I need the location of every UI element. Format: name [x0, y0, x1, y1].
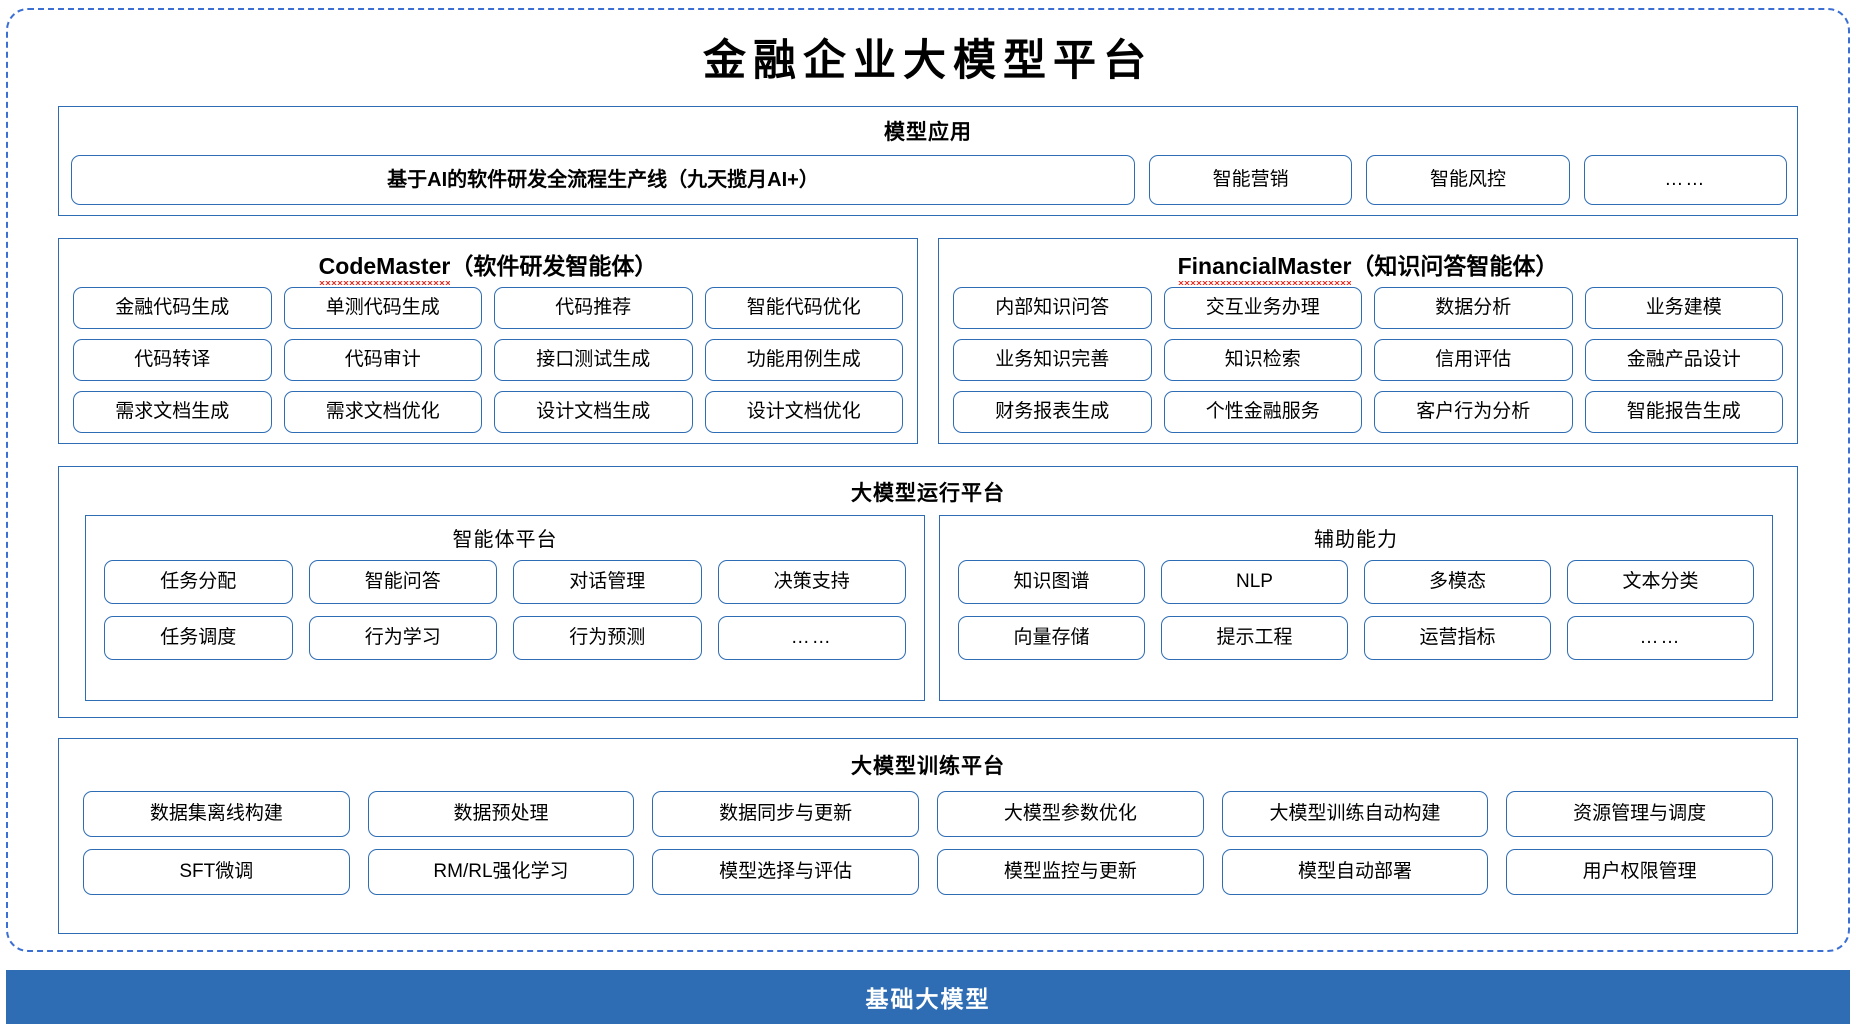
financialmaster-pill-1[interactable]: 内部知识问答 — [953, 287, 1152, 329]
codemaster-pill-9[interactable]: 需求文档生成 — [73, 391, 272, 433]
codemaster-items: 金融代码生成 单测代码生成 代码推荐 智能代码优化 代码转译 代码审计 接口测试… — [73, 287, 903, 433]
financialmaster-pill-9[interactable]: 财务报表生成 — [953, 391, 1152, 433]
aux-pill-3[interactable]: 多模态 — [1364, 560, 1551, 604]
agent-platform-pill-1[interactable]: 任务分配 — [104, 560, 293, 604]
financialmaster-pill-7[interactable]: 信用评估 — [1374, 339, 1573, 381]
training-pill-4[interactable]: 大模型参数优化 — [936, 791, 1204, 837]
codemaster-pill-10[interactable]: 需求文档优化 — [283, 391, 482, 433]
agent-platform-pill-6[interactable]: 行为学习 — [308, 616, 497, 660]
financialmaster-name-en: FinancialMaster — [1177, 253, 1352, 285]
financialmaster-pill-6[interactable]: 知识检索 — [1163, 339, 1362, 381]
training-pill-5[interactable]: 大模型训练自动构建 — [1221, 791, 1489, 837]
financialmaster-items: 内部知识问答 交互业务办理 数据分析 业务建模 业务知识完善 知识检索 信用评估… — [953, 287, 1783, 433]
financialmaster-panel: FinancialMaster（知识问答智能体） 内部知识问答 交互业务办理 数… — [938, 238, 1798, 444]
agent-platform-pill-more[interactable]: …… — [717, 616, 906, 660]
auxiliary-ability-items: 知识图谱 NLP 多模态 文本分类 向量存储 提示工程 运营指标 …… — [958, 560, 1754, 660]
runtime-platform-heading: 大模型运行平台 — [851, 482, 1005, 505]
training-pill-1[interactable]: 数据集离线构建 — [83, 791, 350, 837]
financialmaster-pill-11[interactable]: 客户行为分析 — [1374, 391, 1573, 433]
agent-platform-pill-4[interactable]: 决策支持 — [717, 560, 906, 604]
aux-pill-2[interactable]: NLP — [1161, 560, 1348, 604]
financialmaster-pill-12[interactable]: 智能报告生成 — [1584, 391, 1783, 433]
aux-pill-4[interactable]: 文本分类 — [1567, 560, 1754, 604]
training-pill-8[interactable]: RM/RL强化学习 — [367, 849, 635, 895]
training-pill-3[interactable]: 数据同步与更新 — [652, 791, 919, 837]
model-application-items: 基于AI的软件研发全流程生产线（九天揽月AI+） 智能营销 智能风控 …… — [71, 155, 1787, 205]
codemaster-pill-11[interactable]: 设计文档生成 — [494, 391, 693, 433]
agent-platform-items: 任务分配 智能问答 对话管理 决策支持 任务调度 行为学习 行为预测 …… — [104, 560, 906, 660]
app-pill-2[interactable]: 智能风控 — [1366, 155, 1570, 205]
financialmaster-pill-3[interactable]: 数据分析 — [1374, 287, 1573, 329]
agent-platform-pill-3[interactable]: 对话管理 — [513, 560, 702, 604]
aux-pill-6[interactable]: 提示工程 — [1161, 616, 1348, 660]
financialmaster-pill-8[interactable]: 金融产品设计 — [1584, 339, 1783, 381]
codemaster-pill-3[interactable]: 代码推荐 — [494, 287, 693, 329]
codemaster-pill-1[interactable]: 金融代码生成 — [73, 287, 272, 329]
agent-platform-pill-2[interactable]: 智能问答 — [308, 560, 497, 604]
auxiliary-ability-heading: 辅助能力 — [1314, 529, 1398, 551]
agent-platform-pill-5[interactable]: 任务调度 — [104, 616, 293, 660]
training-pill-6[interactable]: 资源管理与调度 — [1506, 791, 1773, 837]
training-pill-9[interactable]: 模型选择与评估 — [652, 849, 919, 895]
app-pill-1[interactable]: 智能营销 — [1149, 155, 1353, 205]
codemaster-pill-8[interactable]: 功能用例生成 — [704, 339, 903, 381]
app-pill-more[interactable]: …… — [1583, 155, 1787, 205]
training-platform-panel: 大模型训练平台 数据集离线构建 数据预处理 数据同步与更新 大模型参数优化 大模… — [58, 738, 1798, 934]
page-title: 金融企业大模型平台 — [703, 36, 1153, 86]
auxiliary-ability-subpanel: 辅助能力 知识图谱 NLP 多模态 文本分类 向量存储 提示工程 运营指标 …… — [939, 515, 1773, 701]
codemaster-name-cn: （软件研发智能体） — [450, 253, 658, 279]
financialmaster-heading: FinancialMaster（知识问答智能体） — [939, 247, 1797, 285]
agent-platform-heading: 智能体平台 — [452, 529, 558, 551]
codemaster-pill-7[interactable]: 接口测试生成 — [494, 339, 693, 381]
training-pill-7[interactable]: SFT微调 — [83, 849, 350, 895]
aux-pill-5[interactable]: 向量存储 — [958, 616, 1145, 660]
training-pill-10[interactable]: 模型监控与更新 — [936, 849, 1204, 895]
codemaster-pill-12[interactable]: 设计文档优化 — [704, 391, 903, 433]
outer-dashed-frame — [6, 8, 1850, 952]
codemaster-heading: CodeMaster（软件研发智能体） — [59, 247, 917, 285]
codemaster-panel: CodeMaster（软件研发智能体） 金融代码生成 单测代码生成 代码推荐 智… — [58, 238, 918, 444]
app-primary-pill[interactable]: 基于AI的软件研发全流程生产线（九天揽月AI+） — [71, 155, 1135, 205]
runtime-platform-panel: 大模型运行平台 智能体平台 任务分配 智能问答 对话管理 决策支持 任务调度 行… — [58, 466, 1798, 718]
training-platform-heading: 大模型训练平台 — [851, 755, 1005, 778]
codemaster-pill-6[interactable]: 代码审计 — [283, 339, 482, 381]
financialmaster-name-cn: （知识问答智能体） — [1351, 253, 1559, 279]
aux-pill-1[interactable]: 知识图谱 — [958, 560, 1145, 604]
foundation-model-bar: 基础大模型 — [6, 970, 1850, 1024]
codemaster-pill-2[interactable]: 单测代码生成 — [283, 287, 482, 329]
codemaster-pill-5[interactable]: 代码转译 — [73, 339, 272, 381]
model-application-panel: 模型应用 基于AI的软件研发全流程生产线（九天揽月AI+） 智能营销 智能风控 … — [58, 106, 1798, 216]
financialmaster-pill-5[interactable]: 业务知识完善 — [953, 339, 1152, 381]
aux-pill-more[interactable]: …… — [1567, 616, 1754, 660]
financialmaster-pill-4[interactable]: 业务建模 — [1584, 287, 1783, 329]
financialmaster-pill-2[interactable]: 交互业务办理 — [1163, 287, 1362, 329]
training-pill-2[interactable]: 数据预处理 — [367, 791, 635, 837]
training-pill-11[interactable]: 模型自动部署 — [1221, 849, 1489, 895]
foundation-model-label: 基础大模型 — [865, 986, 991, 1012]
training-pill-12[interactable]: 用户权限管理 — [1506, 849, 1773, 895]
agent-platform-pill-7[interactable]: 行为预测 — [513, 616, 702, 660]
aux-pill-7[interactable]: 运营指标 — [1364, 616, 1551, 660]
codemaster-pill-4[interactable]: 智能代码优化 — [704, 287, 903, 329]
financialmaster-pill-10[interactable]: 个性金融服务 — [1163, 391, 1362, 433]
agent-platform-subpanel: 智能体平台 任务分配 智能问答 对话管理 决策支持 任务调度 行为学习 行为预测… — [85, 515, 925, 701]
training-platform-items: 数据集离线构建 数据预处理 数据同步与更新 大模型参数优化 大模型训练自动构建 … — [83, 791, 1773, 895]
codemaster-name-en: CodeMaster — [318, 253, 451, 285]
model-application-heading: 模型应用 — [884, 121, 972, 144]
